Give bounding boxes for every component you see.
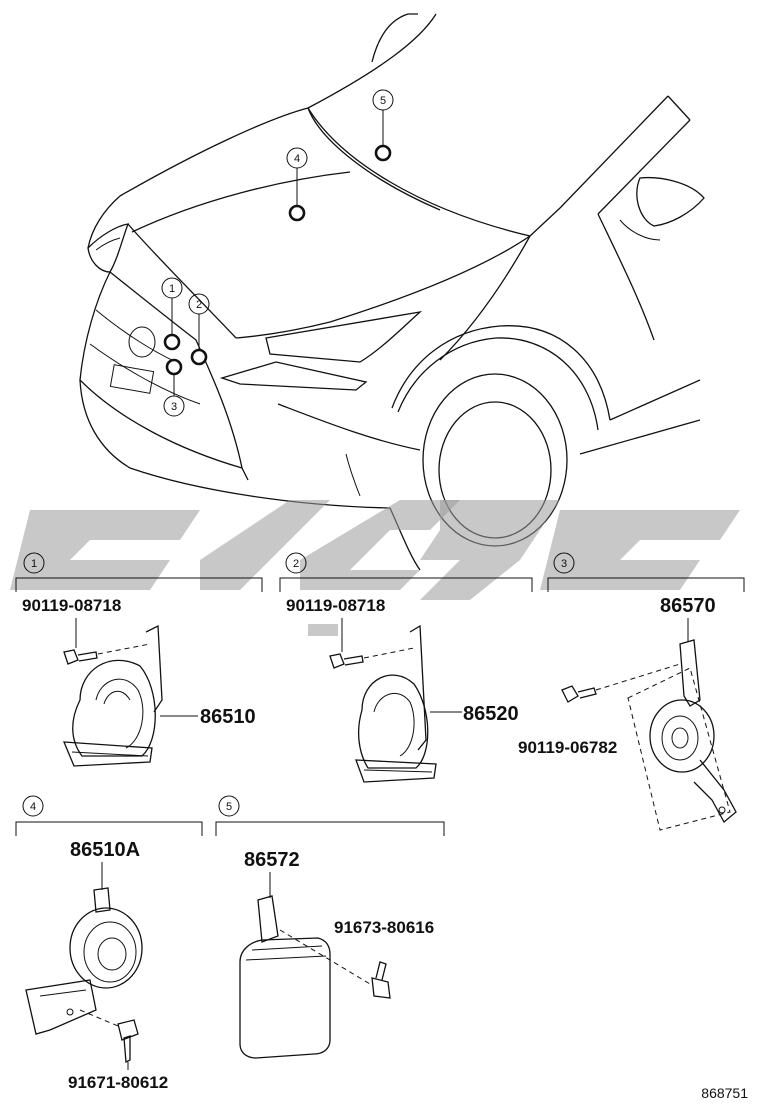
section-1: 1 90119-08718 86510 [15,552,263,767]
section-1-horn-part-number: 86510 [200,706,256,728]
watermark-logo [10,500,740,636]
callout-4-label: 4 [294,153,300,165]
callout-4: 4 [286,147,308,222]
location-marker-3 [165,358,183,376]
callout-2-label: 2 [196,299,202,311]
callout-3-label: 3 [171,401,177,413]
illustration-id: 868751 [701,1085,748,1101]
callout-5-label: 5 [380,95,386,107]
callout-1: 1 [161,277,183,351]
callout-2: 2 [188,293,210,366]
section-2-bolt-part-number: 90119-08718 [286,596,385,615]
section-4: 4 86510A 91671-80612 [15,795,203,1092]
section-3-number: 3 [561,558,567,570]
bolt-icon [561,685,597,703]
section-5: 5 86572 91673-80616 [215,795,445,1059]
section-4-number: 4 [30,801,36,813]
section-3-part-number-main: 86570 [660,595,716,617]
callout-5: 5 [372,89,394,162]
section-3-bolt-part-number: 90119-06782 [518,738,617,757]
horn-86520-illustration [355,624,437,783]
bolt-icon [117,1019,139,1064]
section-2-horn-part-number: 86520 [463,703,519,725]
bolt-icon [63,649,98,665]
bolt-icon [329,653,364,669]
section-1-number: 1 [31,558,37,570]
location-marker-5 [374,144,392,162]
location-marker-4 [288,204,306,222]
callout-1-label: 1 [169,283,175,295]
bolt-icon [371,961,391,999]
section-2-number: 2 [293,558,299,570]
security-horn-86570-illustration [649,639,737,824]
module-86572-illustration [239,895,331,1059]
section-4-bolt-part-number: 91671-80612 [68,1073,168,1092]
section-5-module-part-number: 86572 [244,849,300,871]
section-5-number: 5 [226,801,232,813]
location-marker-1 [163,333,181,351]
section-5-bolt-part-number: 91673-80616 [334,918,434,937]
horn-86510-illustration [62,624,163,767]
section-4-horn-part-number: 86510A [70,839,140,861]
section-1-bolt-part-number: 90119-08718 [22,596,121,615]
section-3: 3 86570 90119-06782 [518,552,745,831]
location-marker-2 [190,348,208,366]
vehicle-callouts: 1 2 3 4 5 [161,89,394,417]
section-2: 2 90119-08718 86520 [279,552,533,783]
horn-86510a-illustration [25,887,143,1035]
callout-3: 3 [163,358,185,417]
